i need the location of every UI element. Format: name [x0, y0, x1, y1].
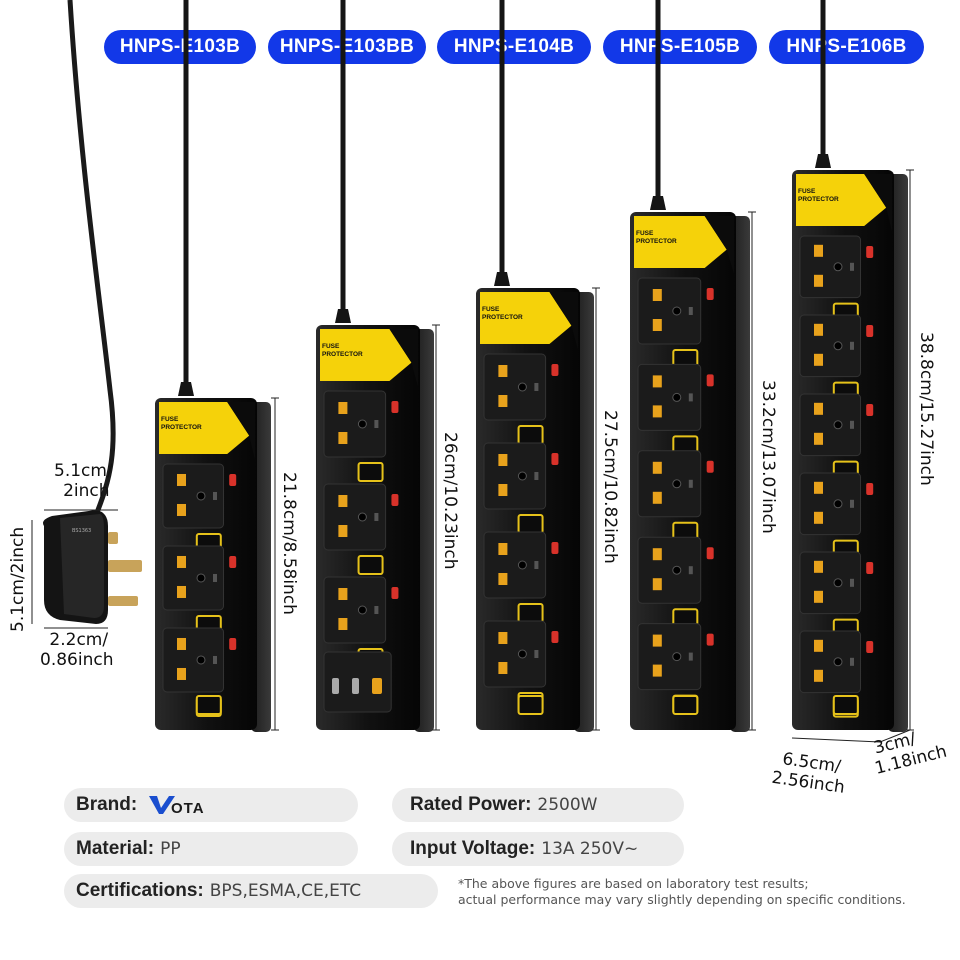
socket [483, 442, 559, 534]
protector-label-text: PROTECTOR [798, 196, 839, 203]
model-badge-e103bb: HNPS-E103BB [268, 30, 426, 64]
spec-certifications: Certifications: BPS,ESMA,CE,ETC [64, 874, 438, 908]
socket [637, 536, 714, 629]
socket [323, 483, 399, 575]
power-strip-hnps-e103bb [316, 325, 434, 732]
model-badge-e104b: HNPS-E104B [437, 30, 591, 64]
spec-input-voltage-value: 13A 250V~ [541, 839, 639, 859]
protector-label-text: PROTECTOR [322, 351, 363, 358]
disclaimer-line-1: *The above figures are based on laborato… [458, 876, 809, 891]
power-strip-hnps-e104b [476, 288, 594, 732]
protector-label-text: PROTECTOR [636, 238, 677, 245]
e103b-length-dim: 21.8cm/8.58inch [279, 472, 299, 615]
e106b-length-dim: 38.8cm/15.27inch [916, 332, 936, 486]
disclaimer-note: *The above figures are based on laborato… [458, 876, 906, 908]
socket [323, 390, 399, 482]
socket [637, 363, 714, 456]
svg-text:BS1363: BS1363 [72, 528, 91, 534]
plug-depth-dim: 2.2cm/ 0.86inch [40, 630, 114, 670]
e105b-length-dim: 33.2cm/13.07inch [758, 380, 778, 534]
power-strip-hnps-e105b [630, 212, 750, 732]
disclaimer-line-2: actual performance may vary slightly dep… [458, 892, 906, 907]
model-badge-e105b: HNPS-E105B [603, 30, 757, 64]
power-strip-hnps-e106b [792, 170, 908, 732]
power-cables [178, 0, 831, 396]
spec-rated-power-label: Rated Power: [410, 794, 532, 815]
brand-logo-mark: OTA [149, 796, 205, 817]
power-strip-hnps-e103b [155, 398, 271, 732]
protector-label-text: PROTECTOR [161, 424, 202, 431]
uk-plug: BS1363 [43, 0, 142, 624]
spec-brand: Brand: OTA [64, 788, 358, 822]
spec-input-voltage: Input Voltage: 13A 250V~ [392, 832, 684, 866]
spec-input-voltage-label: Input Voltage: [410, 838, 536, 859]
fuse-label-text: FUSE [322, 343, 340, 350]
spec-material: Material: PP [64, 832, 358, 866]
model-badge-e106b: HNPS-E106B [769, 30, 924, 64]
fuse-label-text: FUSE [161, 416, 179, 423]
e104b-length-dim: 27.5cm/10.82inch [600, 410, 620, 564]
spec-rated-power-value: 2500W [537, 795, 598, 815]
svg-text:OTA: OTA [171, 800, 205, 817]
dimension-lines [31, 169, 914, 743]
fuse-label-text: FUSE [482, 306, 500, 313]
spec-certifications-label: Certifications: [76, 880, 204, 901]
fuse-label-text: FUSE [798, 188, 816, 195]
fuse-label-text: FUSE [636, 230, 654, 237]
power-strips [155, 170, 908, 732]
spec-certifications-value: BPS,ESMA,CE,ETC [209, 881, 362, 901]
e103bb-length-dim: 26cm/10.23inch [440, 432, 460, 570]
spec-material-value: PP [160, 839, 181, 859]
plug-height-dim: 5.1cm/2inch [8, 526, 28, 632]
socket [483, 353, 559, 445]
spec-brand-label: Brand: [76, 794, 138, 815]
socket [799, 472, 874, 560]
spec-material-label: Material: [76, 838, 155, 859]
model-badge-e103b: HNPS-E103B [104, 30, 256, 64]
protector-label-text: PROTECTOR [482, 314, 523, 321]
usb-ports [323, 651, 392, 713]
socket [637, 450, 714, 542]
plug-width-dim: 5.1cm/ 2inch [54, 461, 113, 501]
spec-rated-power: Rated Power: 2500W [392, 788, 684, 822]
brand-logo: OTA [147, 793, 219, 817]
socket [637, 277, 714, 369]
